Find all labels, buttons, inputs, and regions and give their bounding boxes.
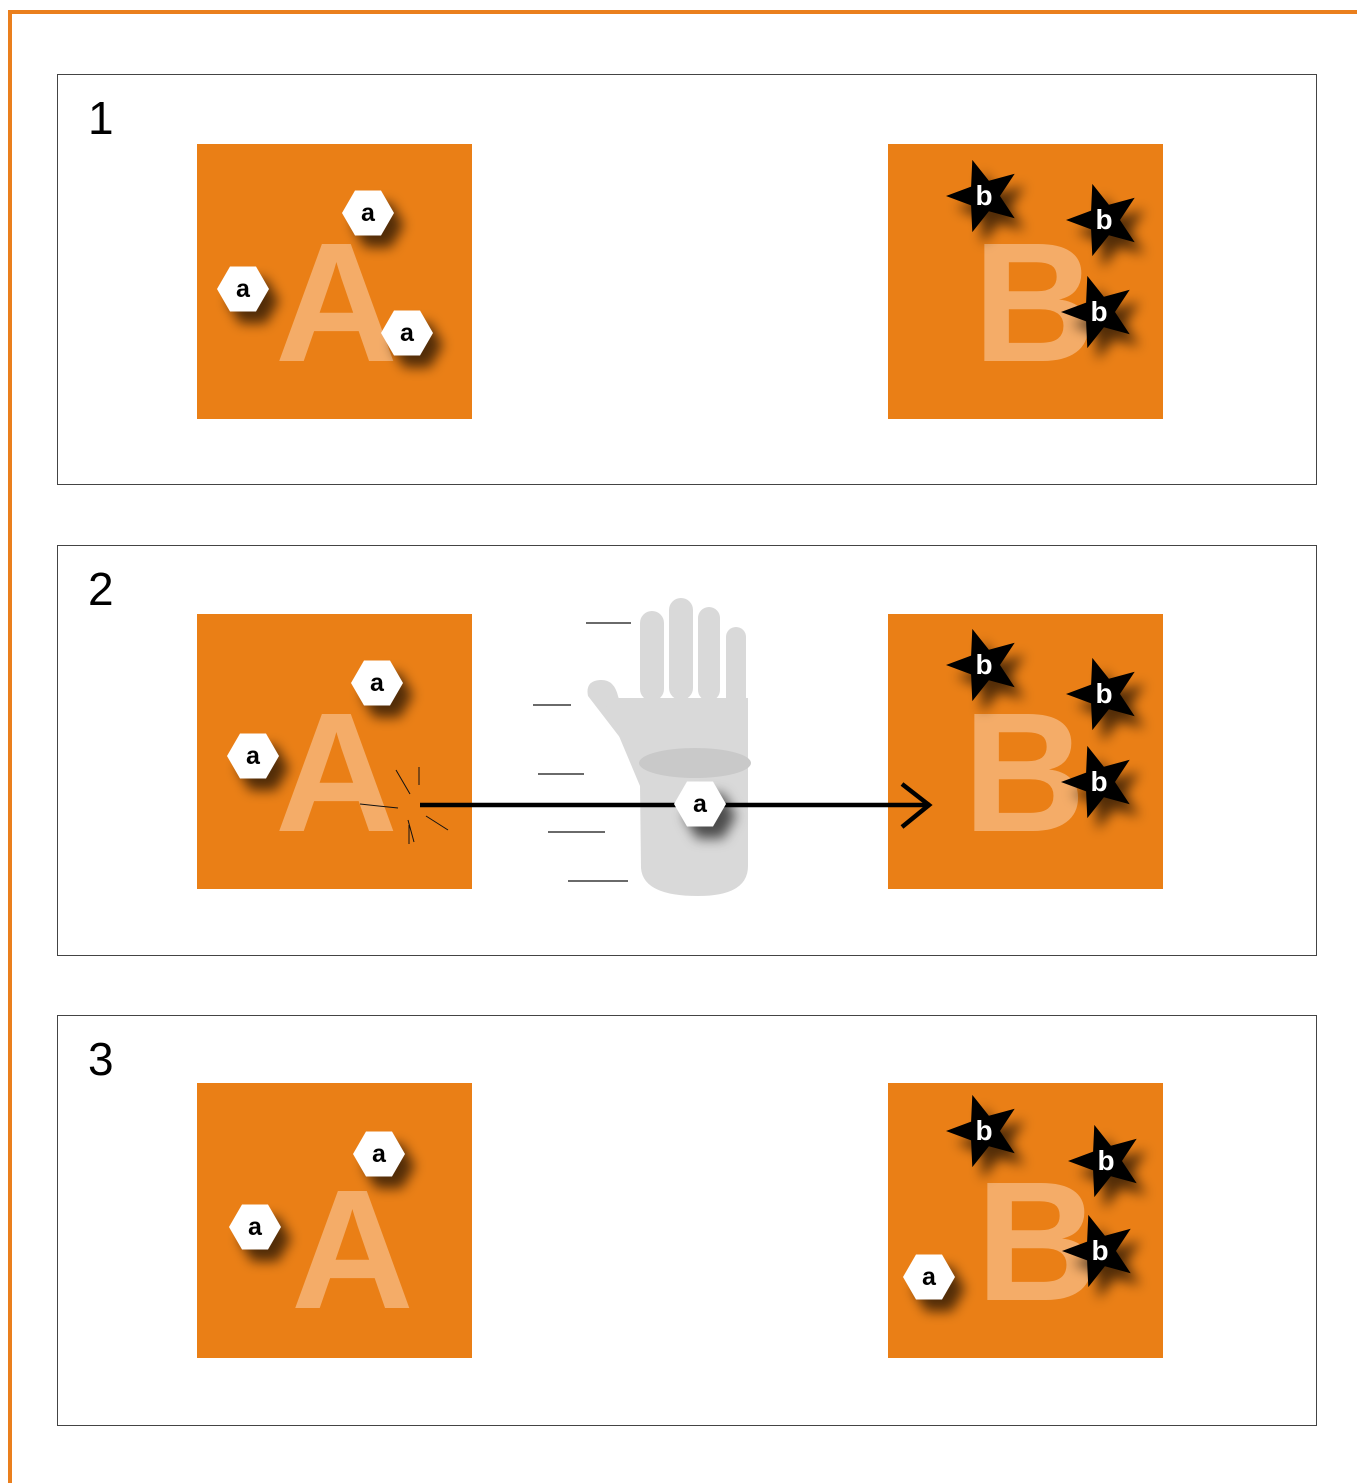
star-icon [1061, 745, 1130, 819]
star-icon [946, 628, 1015, 702]
token-a: a [340, 185, 404, 248]
token-a: a [901, 1249, 965, 1312]
box-b: B b b b [888, 614, 1163, 889]
hexagon-icon [217, 266, 269, 312]
star-icon [1066, 183, 1135, 257]
star-icon [1061, 275, 1130, 349]
panel-step-2: 2 A a a B b b b [57, 545, 1317, 956]
hexagon-icon [351, 660, 403, 706]
token-b: b [1066, 183, 1145, 269]
moving-token-a: a [672, 776, 736, 839]
box-a: A a a [197, 1083, 472, 1358]
panel-step-3: 3 A a a B b b b a [57, 1015, 1317, 1426]
star-icon [1066, 657, 1135, 731]
hexagon-icon [903, 1254, 955, 1300]
speed-lines [533, 622, 631, 882]
hexagon-icon [227, 733, 279, 779]
token-a: a [379, 305, 443, 368]
token-a: a [225, 728, 289, 791]
hexagon-icon [229, 1204, 281, 1250]
panel-step-1: 1 A a a a B b b b [57, 74, 1317, 485]
token-b: b [1068, 1124, 1147, 1210]
token-a: a [227, 1199, 291, 1262]
star-icon [1068, 1124, 1137, 1198]
step-number: 3 [88, 1033, 114, 1085]
box-letter: B [976, 1147, 1099, 1337]
box-a: A a a a [197, 144, 472, 419]
step-number: 1 [88, 92, 114, 144]
hexagon-icon [674, 781, 726, 827]
token-a: a [349, 655, 413, 718]
token-b: b [1066, 657, 1145, 743]
step-number: 2 [88, 563, 114, 615]
hexagon-icon [353, 1131, 405, 1177]
token-b: b [1061, 275, 1140, 361]
star-icon [946, 159, 1015, 233]
star-icon [1062, 1214, 1131, 1288]
box-letter: B [973, 208, 1096, 398]
star-icon [946, 1094, 1015, 1168]
token-b: b [1061, 745, 1140, 831]
box-letter: A [291, 1155, 414, 1345]
token-b: b [946, 628, 1025, 714]
box-a: A a a [197, 614, 472, 889]
token-b: b [1062, 1214, 1141, 1300]
token-a: a [351, 1126, 415, 1189]
token-a: a [215, 261, 279, 324]
box-b: B b b b a [888, 1083, 1163, 1358]
hexagon-icon [381, 310, 433, 356]
box-b: B b b b [888, 144, 1163, 419]
token-b: b [946, 159, 1025, 245]
token-b: b [946, 1094, 1025, 1180]
box-letter: B [963, 678, 1086, 868]
hexagon-icon [342, 190, 394, 236]
orange-frame [8, 10, 1357, 1483]
hand-icon [587, 598, 751, 896]
